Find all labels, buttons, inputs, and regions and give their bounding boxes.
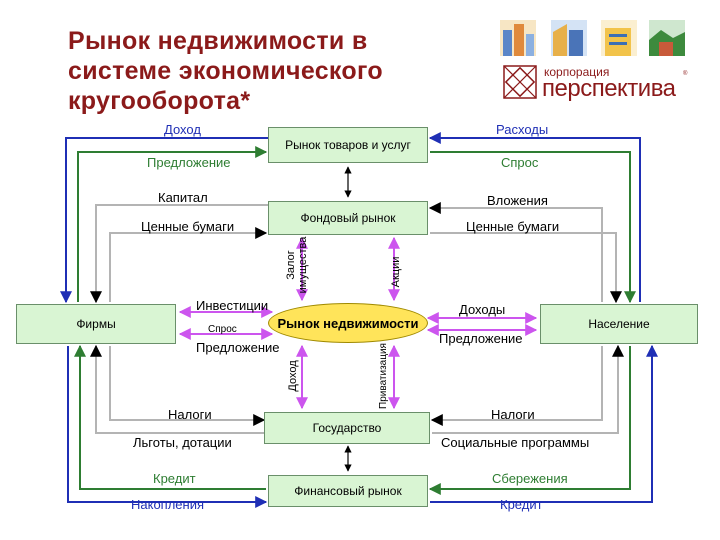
flow-expenses-top — [428, 132, 641, 302]
label-pledge: Залог имущества — [285, 236, 309, 294]
logo-top-text: корпорация — [544, 65, 610, 79]
company-logo — [503, 65, 537, 99]
label-taxes-left: Налоги — [168, 407, 212, 422]
box-households: Население — [540, 304, 698, 344]
box-goods-market: Рынок товаров и услуг — [268, 127, 428, 163]
label-capital: Капитал — [158, 190, 208, 205]
label-investments-right: Вложения — [487, 193, 548, 208]
label-income-vertical: Доход — [287, 360, 299, 392]
label-savings-right: Сбережения — [492, 471, 568, 486]
flow-benefits — [90, 344, 264, 434]
building-tile-2-icon — [551, 20, 587, 56]
flow-taxes-left — [109, 346, 266, 426]
flow-credit-right — [430, 344, 658, 503]
slide-title: Рынок недвижимости в системе экономическ… — [68, 27, 383, 115]
building-tile-4-icon — [649, 20, 685, 56]
label-supply-mid-left: Предложение — [196, 340, 280, 355]
label-expenses-top: Расходы — [496, 122, 549, 137]
label-social-programs: Социальные программы — [441, 435, 590, 450]
logo-registered-mark: ® — [683, 71, 688, 77]
flow-securities-right — [430, 232, 622, 304]
box-real-estate: Рынок недвижимости — [268, 303, 428, 343]
label-demand-top: Спрос — [501, 155, 539, 170]
flow-savings-left — [67, 346, 268, 508]
flow-securities-left — [109, 227, 268, 302]
building-tile-3-icon — [601, 20, 637, 56]
building-tile-1-icon — [500, 20, 536, 56]
logo-mark-icon — [503, 65, 537, 99]
label-supply-mid-right: Предложение — [439, 331, 523, 346]
label-investments-mid: Инвестиции — [196, 298, 269, 313]
flow-demand-top — [430, 151, 636, 304]
logo-building-tiles — [500, 20, 690, 60]
flow-capital — [90, 204, 268, 304]
box-government: Государство — [264, 412, 430, 444]
flow-investments-right — [428, 202, 603, 302]
box-financial-market: Финансовый рынок — [268, 475, 428, 507]
label-taxes-right: Налоги — [491, 407, 535, 422]
label-credit-left: Кредит — [153, 471, 196, 486]
flow-taxes-right — [430, 346, 603, 426]
label-income-top: Доход — [164, 122, 201, 137]
box-stock-market: Фондовый рынок — [268, 201, 428, 235]
label-shares: Акции — [390, 256, 402, 288]
label-demand-mid: Спрос — [208, 324, 237, 335]
flow-credit-left — [74, 344, 266, 490]
label-securities-right: Ценные бумаги — [466, 219, 560, 234]
flow-supply-top — [77, 146, 268, 302]
label-revenues-mid: Доходы — [459, 302, 506, 317]
label-securities-left: Ценные бумаги — [141, 219, 235, 234]
label-credit-right: Кредит — [500, 497, 543, 512]
box-firms: Фирмы — [16, 304, 176, 344]
flow-savings-right — [428, 346, 631, 495]
label-supply-top: Предложение — [147, 155, 231, 170]
flow-income-top — [60, 137, 268, 304]
logo-main-text: перспектива — [542, 75, 676, 102]
label-privatization: Приватизация — [378, 343, 389, 409]
flow-social — [432, 344, 624, 434]
label-benefits: Льготы, дотации — [133, 435, 232, 450]
label-savings-left: Накопления — [131, 497, 205, 512]
